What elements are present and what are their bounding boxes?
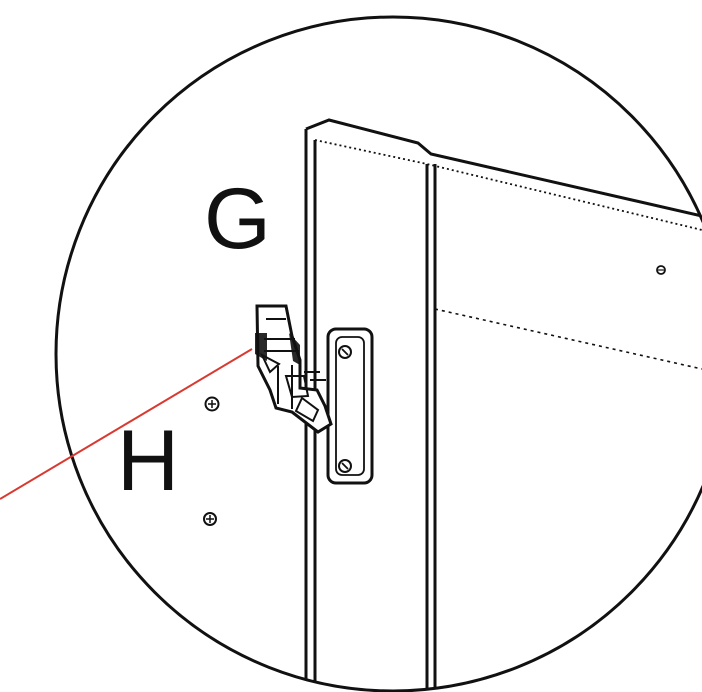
hinge-arm-detail-1 — [264, 318, 326, 409]
magnifier-circle — [54, 15, 702, 692]
cabinet-panel-top-inner — [314, 139, 702, 231]
cabinet-panel-corner-line — [425, 164, 437, 691]
cabinet-panel-top — [305, 118, 702, 218]
screw-slot-bottom — [341, 462, 349, 470]
screw-slot-top — [341, 348, 349, 356]
hinge-arm-shadow — [255, 333, 300, 365]
label-g: G — [204, 171, 271, 267]
screw-icon — [656, 265, 666, 275]
hinge-arm-detail-2 — [259, 352, 320, 423]
magnified-area — [203, 118, 702, 691]
label-h: H — [117, 413, 180, 509]
hinge-mounting-plate-inner — [335, 336, 365, 476]
screw-icon — [204, 396, 220, 412]
hinge-mounting-plate — [326, 327, 374, 485]
pointer-line — [0, 348, 253, 500]
screw-icon — [203, 512, 217, 526]
cabinet-inner-edge — [434, 308, 702, 370]
